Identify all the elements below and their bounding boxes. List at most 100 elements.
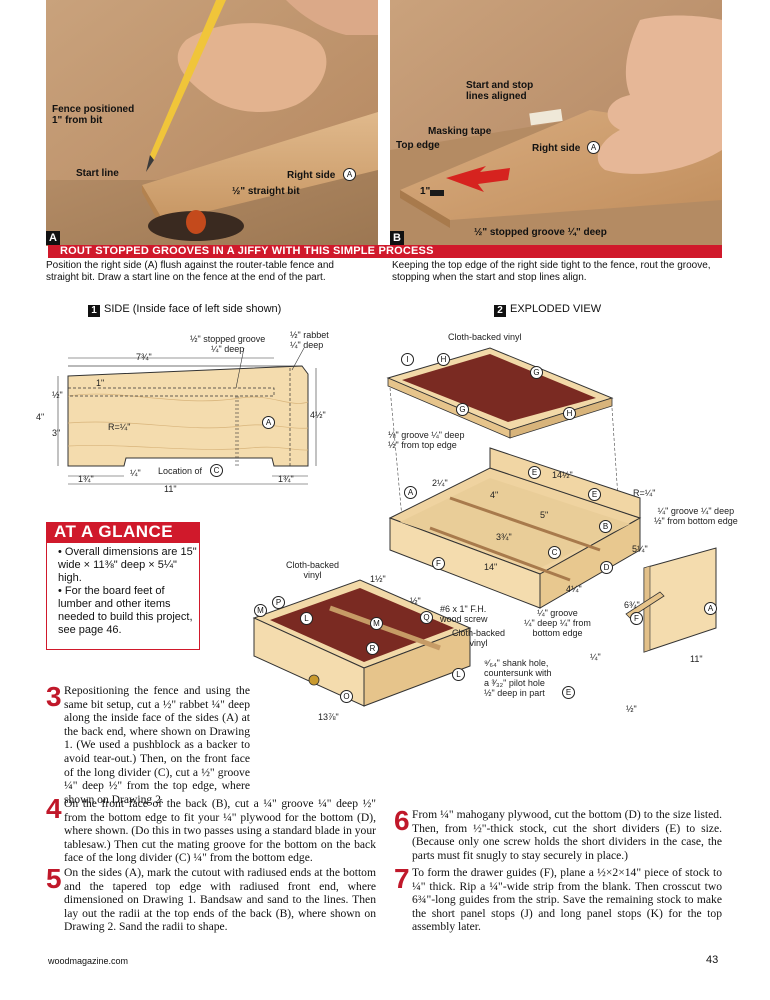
photo-b-masking-tape-label: Masking tape <box>428 126 492 137</box>
at-a-glance-title: AT A GLANCE <box>46 522 200 542</box>
step-3-text: Repositioning the fence and using the sa… <box>64 684 250 806</box>
d2-width-4-14: 4¼" <box>566 584 582 594</box>
d2-width-14-half: 14½" <box>552 470 573 480</box>
d2-part-g-right: G <box>530 366 543 379</box>
d2-part-a-right: A <box>704 602 717 615</box>
photo-a-right-side-label: Right side <box>287 170 336 181</box>
d2-part-g-left: G <box>456 403 469 416</box>
step-7-text: To form the drawer guides (F), plane a ½… <box>412 866 722 934</box>
drawing1-title: SIDE (Inside face of left side shown) <box>104 303 282 315</box>
d2-fourteen: 14" <box>484 562 498 572</box>
d2-part-r: R <box>366 642 379 655</box>
photo-a-straight-bit-label: ½" straight bit <box>232 186 300 197</box>
photo-b <box>390 0 722 246</box>
at-a-glance-list: • Overall dimensions are 15" wide × 11⅜"… <box>58 546 198 637</box>
photo-b-top-edge-label: Top edge <box>396 140 440 151</box>
at-a-glance-bullet-2: • For the board feet of lumber and other… <box>58 585 193 636</box>
d2-part-a-left: A <box>404 486 417 499</box>
d2-groove-d: ¼" groove ¼" deep ¼" from bottom edge <box>524 608 591 638</box>
photo-a-fence-label: Fence positioned 1" from bit <box>52 104 135 126</box>
d2-shank-hole: ⁹⁄₆₄" shank hole, countersunk with a ³⁄₃… <box>484 658 552 698</box>
d2-eleven: 11" <box>690 654 703 664</box>
d2-shank-ref: E <box>562 686 575 699</box>
photo-b-one-inch-label: 1" <box>420 186 431 197</box>
d2-half-low: ½" <box>626 704 637 714</box>
d2-part-f-left: F <box>432 557 445 570</box>
drawing1-number: 1 <box>88 305 100 317</box>
step-5-number: 5 <box>46 863 62 894</box>
photo-b-stopped-groove-label: ½" stopped groove ¼" deep <box>474 227 607 238</box>
d2-groove-top: ⅛" groove ¼" deep ½" from top edge <box>388 430 465 450</box>
d2-width-2-14: 2¼" <box>432 478 448 488</box>
footer-site: woodmagazine.com <box>48 956 129 966</box>
step-4-text: On the front face of the back (B), cut a… <box>64 797 377 865</box>
d1-rabbet: ½" rabbet ¼" deep <box>290 330 329 350</box>
d2-part-p: P <box>272 596 285 609</box>
d1-stopped-groove: ½" stopped groove ¼" deep <box>190 334 266 354</box>
d1-location-ref: C <box>210 464 223 477</box>
d2-part-b: B <box>599 520 612 533</box>
d1-three: 3" <box>52 428 61 438</box>
photo-b-right-side-label: Right side <box>532 143 581 154</box>
photo-a-image <box>46 0 378 246</box>
banner-bar <box>48 245 722 258</box>
d2-half: ½" <box>410 596 421 606</box>
step-5-text: On the sides (A), mark the cutout with r… <box>64 866 376 934</box>
drawing2-exploded-diagram <box>252 347 717 707</box>
drawing2-title: EXPLODED VIEW <box>510 303 602 315</box>
d2-part-h-right: H <box>563 407 576 420</box>
at-a-glance-box <box>46 542 200 650</box>
d2-height-3-34: 3¾" <box>496 532 512 542</box>
d2-cloth-top: Cloth-backed vinyl <box>448 332 522 342</box>
d2-part-e-right: E <box>588 488 601 501</box>
d2-part-l-right: L <box>452 668 465 681</box>
d1-radius: R=¼" <box>108 422 131 432</box>
d1-one: 1" <box>96 378 105 388</box>
drawing2-number: 2 <box>494 305 506 317</box>
photo-a-start-line-label: Start line <box>76 168 119 179</box>
d2-screw: #6 x 1" F.H. wood screw <box>440 604 488 624</box>
d2-part-o: O <box>340 690 353 703</box>
caption-a: Position the right side (A) flush agains… <box>46 260 334 283</box>
step-7-number: 7 <box>394 863 410 894</box>
step-6-number: 6 <box>394 805 410 836</box>
d1-half: ½" <box>52 390 63 400</box>
drawing2-heading: 2 EXPLODED VIEW <box>494 302 601 317</box>
d2-part-d: D <box>600 561 613 574</box>
d2-cloth-mid: Cloth-backed vinyl <box>452 628 506 648</box>
photo-b-start-stop-label: Start and stop lines aligned <box>466 80 534 102</box>
d1-quarter: ¼" <box>130 468 141 478</box>
d2-part-c: C <box>548 546 561 559</box>
d2-width-13-78: 13⅞" <box>318 712 339 722</box>
step-3-number: 3 <box>46 681 62 712</box>
d2-part-m-left: M <box>254 604 267 617</box>
d1-four: 4" <box>36 412 45 422</box>
d2-part-m-mid: M <box>370 617 383 630</box>
d1-part-a: A <box>262 416 275 429</box>
d2-radius: R=¼" <box>633 488 656 498</box>
d1-location-of: Location of <box>158 466 203 476</box>
photo-b-right-side-ref: A <box>587 141 600 154</box>
d2-part-q: Q <box>420 611 433 624</box>
photo-a-right-side-ref: A <box>343 168 356 181</box>
step-4-number: 4 <box>46 793 62 824</box>
d2-five: 5" <box>540 510 549 520</box>
at-a-glance-bullet-1: • Overall dimensions are 15" wide × 11⅜"… <box>58 546 197 584</box>
step-6-text: From ¼" mahogany plywood, cut the bottom… <box>412 808 722 862</box>
d2-part-h-top: H <box>437 353 450 366</box>
photo-b-image <box>390 0 722 246</box>
caption-b: Keeping the top edge of the right side t… <box>392 260 711 283</box>
d1-eleven: 11" <box>164 484 177 494</box>
d1-width-1-34-right: 1¾" <box>278 474 294 484</box>
d1-four-half: 4½" <box>310 410 326 420</box>
d2-part-l-left: L <box>300 612 313 625</box>
banner-text: ROUT STOPPED GROOVES IN A JIFFY WITH THI… <box>60 245 434 257</box>
d1-width-7-34: 7¾" <box>136 352 152 362</box>
d2-four: 4" <box>490 490 499 500</box>
d2-width-6-34: 6¾" <box>624 600 640 610</box>
d2-one-half: 1½" <box>370 574 386 584</box>
photo-a <box>46 0 378 246</box>
d2-part-i: I <box>401 353 414 366</box>
drawing1-side-diagram <box>57 347 317 485</box>
footer-page-number: 43 <box>706 954 719 966</box>
